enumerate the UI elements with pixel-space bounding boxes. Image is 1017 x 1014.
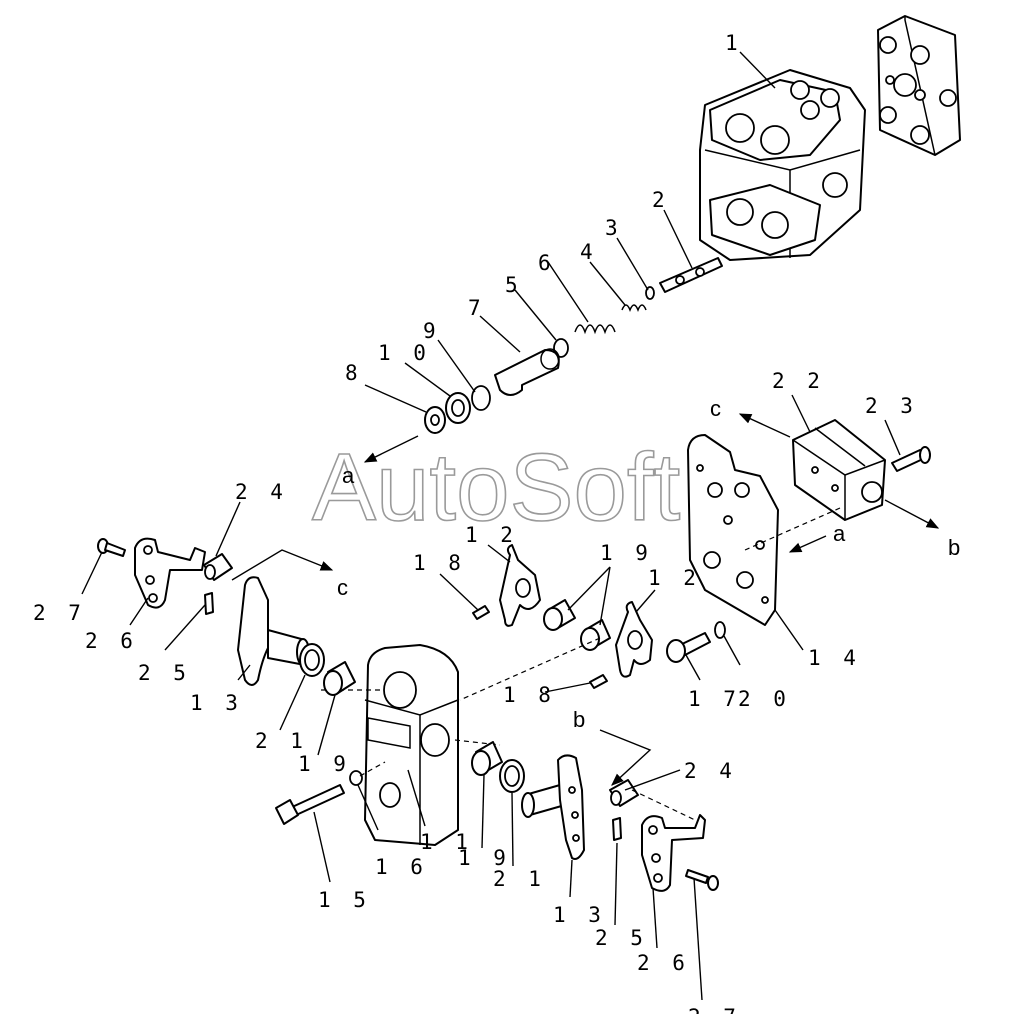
label-3: 3: [605, 216, 623, 240]
valve-body: [699, 69, 866, 261]
label-25-left: 2 5: [138, 661, 191, 685]
pin-25-left: [204, 592, 214, 615]
bolt-17: [666, 632, 711, 663]
letter-b-bottom: b: [573, 707, 585, 732]
pin-25-right: [612, 817, 622, 841]
bushing-19-right: [471, 741, 503, 776]
label-24-right: 2 4: [684, 759, 737, 783]
label-25-right: 2 5: [595, 926, 648, 950]
o-ring-9: [471, 385, 491, 411]
part-labels: 1 2 3 4 5 6 7 8 9 1 0 1 1 1 2 1 2 1 3 1 …: [33, 31, 918, 1014]
label-4: 4: [580, 240, 598, 264]
washer-8: [424, 406, 446, 434]
label-17: 1 7: [688, 687, 741, 711]
lever-12-left: [499, 544, 541, 627]
label-27-left: 2 7: [33, 601, 86, 625]
bolt-23: [891, 446, 931, 472]
bracket-26-right: [641, 814, 706, 892]
label-26-left: 2 6: [85, 629, 138, 653]
arrow-c-top: [738, 413, 791, 438]
spring-6: [574, 324, 616, 335]
lever-12-right: [615, 601, 653, 678]
arrow-c-left: [231, 549, 334, 581]
washer-20: [714, 621, 726, 639]
bolt-15: [275, 784, 345, 825]
label-24-left: 2 4: [235, 480, 288, 504]
label-1: 1: [725, 31, 743, 55]
label-11: 1 1: [420, 830, 473, 854]
label-15: 1 5: [318, 888, 371, 912]
leader-lines: [81, 51, 901, 1001]
label-22: 2 2: [772, 369, 825, 393]
label-19-left: 1 9: [298, 752, 351, 776]
label-26-right: 2 6: [637, 951, 690, 975]
label-12-left: 1 2: [465, 523, 518, 547]
bushing-19-upper-b: [580, 619, 611, 651]
letter-a-top: a: [342, 463, 355, 488]
label-10: 1 0: [378, 341, 431, 365]
label-12-right: 1 2: [648, 566, 701, 590]
bushing-10: [445, 392, 471, 424]
label-19-right: 1 9: [458, 846, 511, 870]
label-9: 9: [423, 319, 441, 343]
letter-c-top: c: [710, 396, 721, 421]
housing-11: [364, 644, 459, 846]
spool-2: [659, 257, 723, 293]
label-8: 8: [345, 361, 363, 385]
piston-7: [494, 348, 560, 396]
screw-27-left: [97, 538, 126, 557]
label-13-right: 1 3: [553, 903, 606, 927]
arrow-b-right: [884, 499, 940, 529]
seal-21-left: [299, 643, 325, 677]
label-18-left: 1 8: [413, 551, 466, 575]
label-16: 1 6: [375, 855, 428, 879]
washer-16: [349, 770, 363, 786]
letter-a-right: a: [833, 521, 846, 546]
lever-13-left: [237, 576, 310, 686]
solenoid-block-22: [792, 419, 886, 521]
letter-b-right: b: [948, 535, 960, 560]
label-18-right: 1 8: [503, 683, 556, 707]
label-21-right: 2 1: [493, 867, 546, 891]
screw-27-right: [685, 869, 719, 891]
label-21-left: 2 1: [255, 729, 308, 753]
label-13-left: 1 3: [190, 691, 243, 715]
label-7: 7: [468, 296, 486, 320]
bushing-19-upper-a: [543, 599, 576, 631]
collar-24-left: [203, 553, 233, 581]
arrow-a-top: [363, 435, 419, 463]
label-19-upper: 1 9: [600, 541, 653, 565]
valve-body-end-view: [877, 15, 961, 156]
spring-4: [621, 304, 647, 313]
label-23: 2 3: [865, 394, 918, 418]
watermark: AutoSoft: [312, 434, 680, 541]
seal-21-right: [499, 759, 525, 793]
pin-18-left: [472, 605, 490, 620]
lever-13-right: [521, 754, 585, 860]
label-6: 6: [538, 251, 556, 275]
arrow-b-bottom: [599, 729, 652, 786]
label-2: 2: [652, 188, 670, 212]
gasket-plate-14: [687, 434, 779, 626]
label-20: 2 0: [738, 687, 791, 711]
label-27-right: 2 7: [688, 1005, 741, 1014]
bushing-19-left: [323, 661, 356, 696]
bracket-26-left: [134, 537, 206, 609]
pin-18-right: [589, 674, 608, 689]
arrow-a-right: [788, 535, 827, 553]
label-14: 1 4: [808, 646, 861, 670]
letter-c-left: c: [337, 575, 348, 600]
label-5: 5: [505, 273, 523, 297]
connection-letters: a a b b c c: [337, 396, 960, 732]
